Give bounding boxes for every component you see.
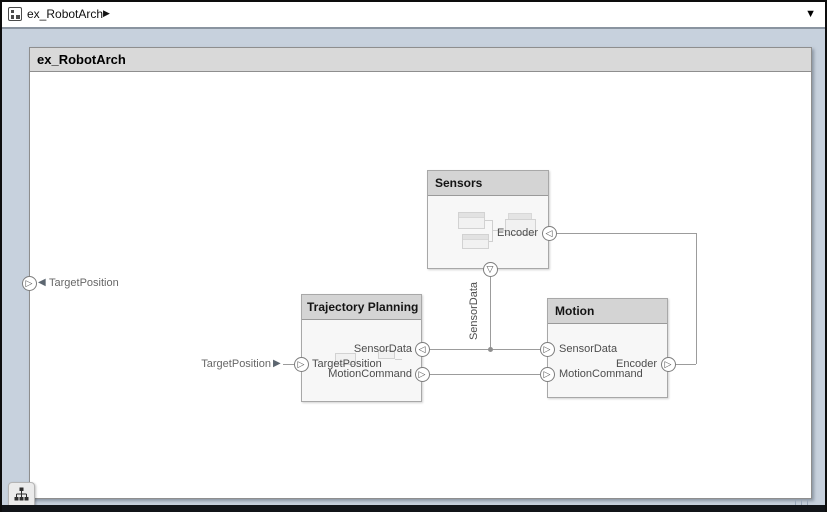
triangle-left-icon: ◁	[545, 227, 553, 238]
connector-encoder-bottom[interactable]	[675, 363, 696, 365]
breadcrumb-arrow-icon[interactable]: ▶	[103, 8, 110, 18]
triangle-right-icon: ▷	[664, 358, 672, 369]
triangle-right-icon: ▷	[25, 277, 33, 288]
connector-motioncommand[interactable]	[430, 373, 540, 375]
signal-label-sensordata: SensorData	[468, 281, 480, 341]
trajectory-port-label-sensordata: SensorData	[353, 342, 412, 355]
external-targetposition-label: TargetPosition	[201, 357, 271, 370]
sensors-preview-block	[458, 212, 485, 229]
motion-sensordata-input-port[interactable]: ▷	[539, 341, 555, 357]
triangle-right-icon: ▷	[418, 368, 426, 379]
triangle-right-icon: ▷	[543, 368, 551, 379]
trajectory-motioncommand-output-port[interactable]: ▷	[414, 366, 430, 382]
sensors-port-label-encoder: Encoder	[497, 226, 538, 239]
component-motion-title: Motion	[548, 299, 667, 324]
filled-arrow-left-icon: ◀	[38, 277, 46, 288]
trajectory-port-label-targetposition: TargetPosition	[312, 357, 382, 370]
triangle-right-icon: ▷	[543, 343, 551, 354]
trajectory-preview-block	[378, 350, 395, 359]
architecture-canvas[interactable]: ex_RobotArch	[29, 47, 812, 499]
filled-arrow-right-icon: ▶	[273, 358, 281, 369]
motion-port-label-encoder: Encoder	[616, 357, 657, 370]
canvas-title: ex_RobotArch	[30, 48, 811, 72]
motion-encoder-output-port[interactable]: ▷	[660, 356, 676, 372]
connector-encoder-vertical[interactable]	[695, 233, 697, 364]
connector-junction-dot	[487, 346, 493, 352]
sensors-preview-block	[462, 234, 489, 249]
connector-sensordata-horizontal[interactable]	[430, 348, 540, 350]
component-sensors-title: Sensors	[428, 171, 548, 196]
triangle-left-icon: ◁	[418, 343, 426, 354]
triangle-right-icon: ▷	[297, 358, 305, 369]
triangle-down-icon: ▽	[486, 263, 494, 274]
breadcrumb[interactable]: ex_RobotArch	[27, 7, 104, 21]
trajectory-targetposition-input-port[interactable]: ▷	[293, 356, 309, 372]
connector-encoder-top[interactable]	[556, 232, 696, 234]
breadcrumb-bar: ex_RobotArch ▶ ▼	[2, 2, 825, 29]
window-bottom-edge	[2, 505, 825, 512]
sensors-sensordata-output-port[interactable]: ▽	[482, 261, 498, 277]
architecture-model-icon	[8, 7, 22, 21]
sensors-preview-block	[505, 219, 536, 235]
root-targetposition-input-port[interactable]: ▷	[21, 275, 37, 291]
motion-port-label-sensordata: SensorData	[559, 342, 618, 355]
motion-port-label-motioncommand: MotionCommand	[559, 367, 643, 380]
trajectory-port-label-motioncommand: MotionCommand	[328, 367, 412, 380]
root-targetposition-label: TargetPosition	[49, 276, 119, 289]
connector-targetposition-stub[interactable]	[283, 363, 294, 365]
trajectory-preview-block	[335, 353, 356, 365]
hierarchy-icon	[14, 487, 29, 501]
motion-motioncommand-input-port[interactable]: ▷	[539, 366, 555, 382]
component-trajectory-planning-title: Trajectory Planning	[302, 295, 421, 320]
component-trajectory-planning[interactable]: Trajectory Planning	[301, 294, 422, 402]
chevron-down-icon[interactable]: ▼	[805, 8, 816, 20]
sensors-encoder-input-port[interactable]: ◁	[541, 225, 557, 241]
trajectory-sensordata-input-port[interactable]: ◁	[414, 341, 430, 357]
connector-sensordata-vertical[interactable]	[489, 277, 491, 349]
